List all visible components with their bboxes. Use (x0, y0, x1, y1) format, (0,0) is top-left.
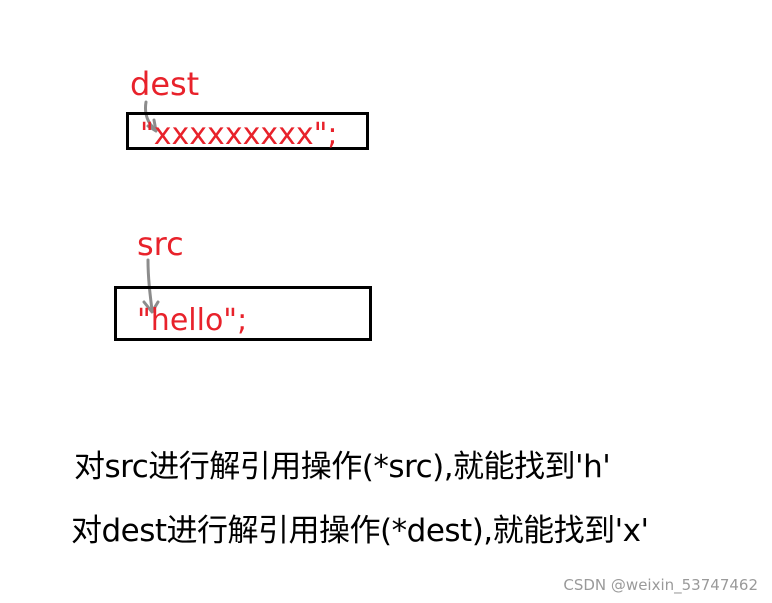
src-memory-box (114, 286, 372, 341)
caption-dest-dereference: 对dest进行解引用操作(*dest),就能找到'x' (71, 513, 649, 549)
caption-src-dereference: 对src进行解引用操作(*src),就能找到'h' (74, 449, 611, 485)
watermark: CSDN @weixin_53747462 (563, 576, 758, 594)
dest-string-value: "xxxxxxxxx"; (140, 117, 338, 152)
src-label: src (137, 225, 184, 263)
src-arrow-icon (142, 258, 160, 314)
dest-arrow-icon (144, 100, 158, 133)
dest-memory-box (126, 112, 369, 150)
dest-label: dest (130, 65, 200, 103)
src-string-value: "hello"; (137, 303, 248, 338)
